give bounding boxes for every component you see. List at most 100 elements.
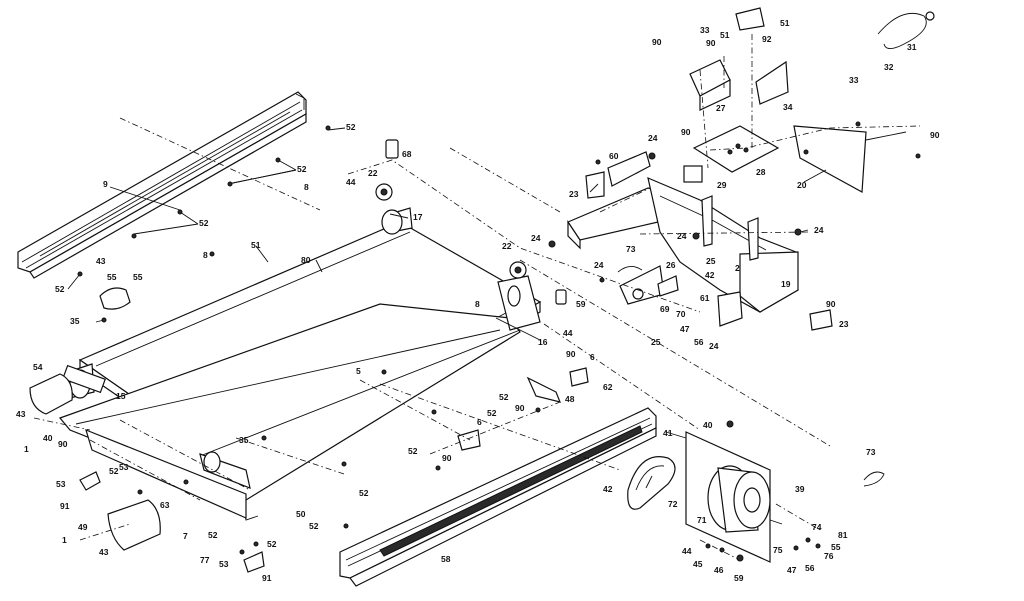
callout-40: 40 — [43, 433, 53, 443]
callout-48: 48 — [565, 394, 575, 404]
callout-55: 55 — [831, 542, 841, 552]
callout-90: 90 — [442, 453, 452, 463]
callout-91: 91 — [262, 573, 272, 583]
callout-52: 52 — [309, 521, 319, 531]
callout-47: 47 — [680, 324, 690, 334]
callout-27: 27 — [716, 103, 726, 113]
callout-61: 61 — [700, 293, 710, 303]
callout-51: 51 — [720, 30, 730, 40]
callout-leaders — [67, 127, 907, 525]
callout-46: 46 — [714, 565, 724, 575]
callout-58: 58 — [441, 554, 451, 564]
callout-75: 75 — [773, 545, 783, 555]
callout-90: 90 — [566, 349, 576, 359]
callout-24: 24 — [594, 260, 604, 270]
callout-44: 44 — [346, 177, 356, 187]
callout-26: 26 — [666, 260, 676, 270]
callout-80: 80 — [301, 255, 311, 265]
left-end-caps — [29, 287, 265, 573]
callout-2: 2 — [735, 263, 740, 273]
callout-71: 71 — [697, 515, 707, 525]
callout-15: 15 — [116, 391, 126, 401]
callout-56: 56 — [694, 337, 704, 347]
callout-53: 53 — [56, 479, 66, 489]
callout-55: 55 — [133, 272, 143, 282]
main-frame — [567, 7, 935, 331]
callout-8: 8 — [203, 250, 208, 260]
callout-77: 77 — [200, 555, 210, 565]
callout-92: 92 — [762, 34, 772, 44]
deck-assembly — [58, 207, 542, 521]
callout-59: 59 — [734, 573, 744, 583]
callout-31: 31 — [907, 42, 917, 52]
callout-24: 24 — [531, 233, 541, 243]
callout-8: 8 — [475, 299, 480, 309]
callout-91: 91 — [60, 501, 70, 511]
callout-1: 1 — [24, 444, 29, 454]
callout-56: 56 — [805, 563, 815, 573]
callout-20: 20 — [797, 180, 807, 190]
callout-5: 5 — [356, 366, 361, 376]
callout-90: 90 — [706, 38, 716, 48]
callout-81: 81 — [838, 530, 848, 540]
callout-52: 52 — [499, 392, 509, 402]
callout-24: 24 — [709, 341, 719, 351]
callout-28: 28 — [756, 167, 766, 177]
callout-55: 55 — [107, 272, 117, 282]
callout-63: 63 — [160, 500, 170, 510]
callout-52: 52 — [487, 408, 497, 418]
callout-43: 43 — [96, 256, 106, 266]
callout-52: 52 — [346, 122, 356, 132]
callout-52: 52 — [55, 284, 65, 294]
callout-60: 60 — [609, 151, 619, 161]
callout-90: 90 — [515, 403, 525, 413]
callout-17: 17 — [413, 212, 423, 222]
callout-1: 1 — [62, 535, 67, 545]
callout-34: 34 — [783, 102, 793, 112]
callout-24: 24 — [648, 133, 658, 143]
callout-51: 51 — [251, 240, 261, 250]
callout-69: 69 — [660, 304, 670, 314]
callout-22: 22 — [368, 168, 378, 178]
callout-52: 52 — [408, 446, 418, 456]
callout-40: 40 — [703, 420, 713, 430]
callout-6: 6 — [477, 417, 482, 427]
callout-90: 90 — [681, 127, 691, 137]
callout-52: 52 — [297, 164, 307, 174]
misc-hardware — [375, 139, 885, 487]
callout-25: 25 — [706, 256, 716, 266]
callout-7: 7 — [183, 531, 188, 541]
callout-50: 50 — [296, 509, 306, 519]
callout-39: 39 — [795, 484, 805, 494]
callout-19: 19 — [781, 279, 791, 289]
callout-53: 53 — [119, 462, 129, 472]
callout-62: 62 — [603, 382, 613, 392]
callout-42: 42 — [705, 270, 715, 280]
callout-53: 53 — [219, 559, 229, 569]
callout-24: 24 — [677, 231, 687, 241]
callout-44: 44 — [563, 328, 573, 338]
callout-52: 52 — [267, 539, 277, 549]
callout-9: 9 — [103, 179, 108, 189]
callout-6: 6 — [590, 352, 595, 362]
assembly-centerlines — [33, 34, 921, 561]
callout-24: 24 — [814, 225, 824, 235]
callout-47: 47 — [787, 565, 797, 575]
callout-73: 73 — [626, 244, 636, 254]
right-side-rail — [339, 407, 657, 587]
callout-25: 25 — [651, 337, 661, 347]
callout-35: 35 — [70, 316, 80, 326]
callout-68: 68 — [402, 149, 412, 159]
callout-32: 32 — [884, 62, 894, 72]
callout-70: 70 — [676, 309, 686, 319]
fastener-marks — [77, 121, 921, 562]
callout-labels: 9 52 52 52 52 43 55 8 51 80 44 8 22 68 1… — [16, 18, 940, 583]
callout-72: 72 — [668, 499, 678, 509]
callout-51: 51 — [780, 18, 790, 28]
callout-43: 43 — [99, 547, 109, 557]
callout-29: 29 — [717, 180, 727, 190]
callout-22: 22 — [502, 241, 512, 251]
callout-54: 54 — [33, 362, 43, 372]
